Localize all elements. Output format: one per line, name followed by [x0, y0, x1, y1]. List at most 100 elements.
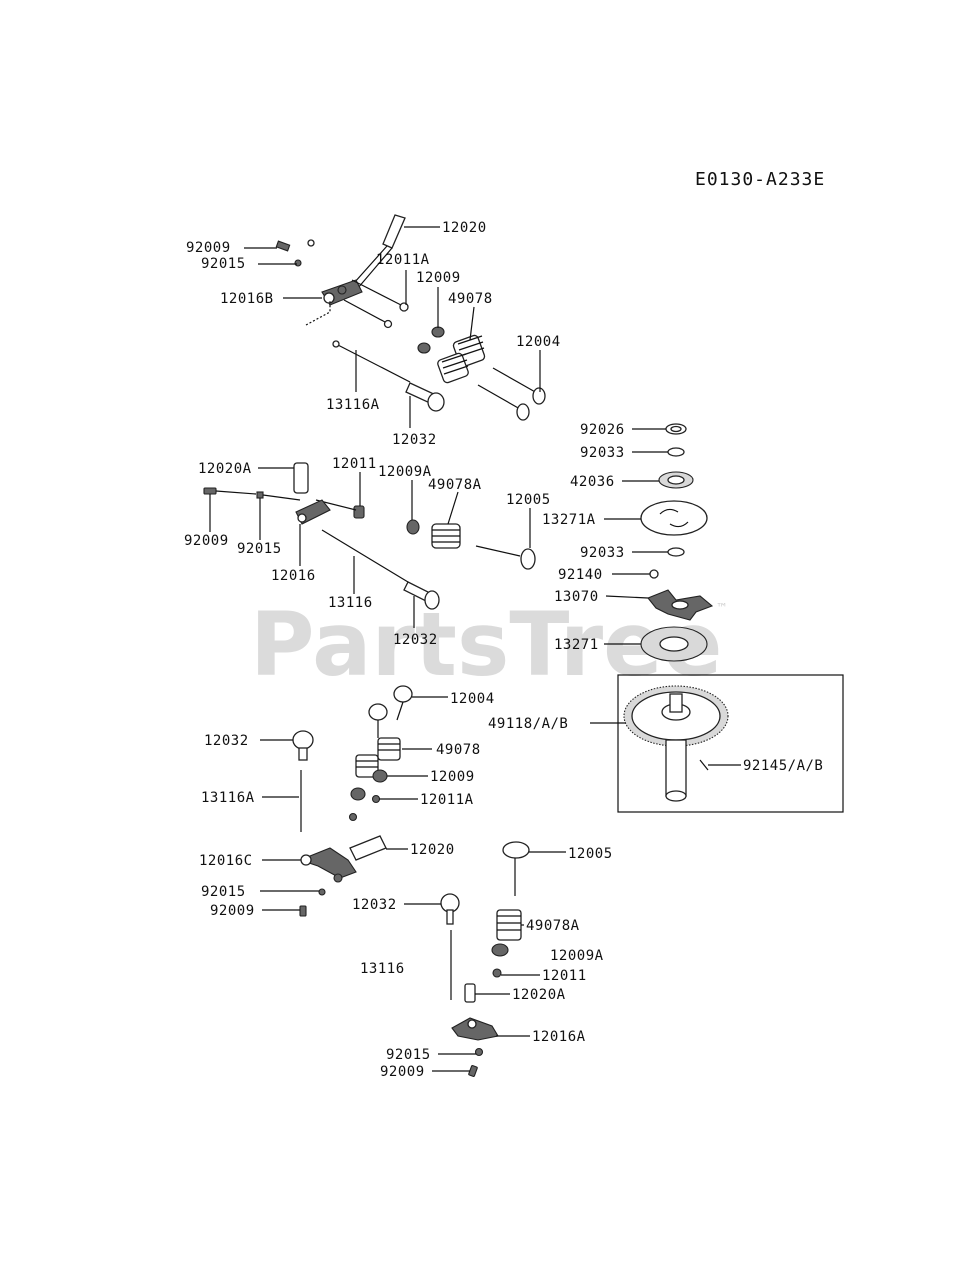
callout-12011A[interactable]: 12011A — [420, 792, 474, 808]
valve-spring-part[interactable] — [431, 523, 461, 549]
o-ring-part[interactable] — [667, 547, 685, 557]
push-rod-part[interactable] — [321, 529, 409, 583]
tappet-part[interactable] — [440, 893, 460, 925]
callout-12016C[interactable]: 12016C — [199, 853, 253, 869]
callout-12009A[interactable]: 12009A — [378, 464, 432, 480]
callout-13116A[interactable]: 13116A — [326, 397, 380, 413]
callout-13271[interactable]: 13271 — [554, 637, 599, 653]
callout-12009[interactable]: 12009 — [416, 270, 461, 286]
valve-part[interactable] — [502, 841, 530, 896]
valve-spring-part[interactable] — [355, 737, 401, 778]
callout-12020A[interactable]: 12020A — [512, 987, 566, 1003]
callout-92145-A-B[interactable]: 92145/A/B — [743, 758, 823, 774]
callout-12016A[interactable]: 12016A — [532, 1029, 586, 1045]
adjust-screw-part[interactable] — [203, 487, 301, 501]
callout-12032[interactable]: 12032 — [352, 897, 397, 913]
callout-92015[interactable]: 92015 — [201, 256, 246, 272]
pivot-pin-part[interactable] — [315, 499, 365, 519]
valve-part[interactable] — [475, 545, 536, 570]
callout-92009[interactable]: 92009 — [380, 1064, 425, 1080]
lower-left-assembly — [292, 685, 413, 917]
valve-part[interactable] — [477, 367, 546, 421]
callout-12016[interactable]: 12016 — [271, 568, 316, 584]
pivot-pin-part[interactable] — [492, 968, 502, 978]
retainer-part[interactable] — [491, 943, 509, 957]
callout-12032[interactable]: 12032 — [392, 432, 437, 448]
pin-part[interactable] — [699, 759, 709, 771]
callout-12009[interactable]: 12009 — [430, 769, 475, 785]
diagram-code: E0130-A233E — [695, 169, 825, 190]
valve-spring-part[interactable] — [437, 334, 486, 384]
tappet-part[interactable] — [403, 581, 440, 610]
callout-12011[interactable]: 12011 — [332, 456, 377, 472]
rocker-arm-part[interactable] — [451, 1017, 499, 1041]
callout-13116[interactable]: 13116 — [328, 595, 373, 611]
valve-part[interactable] — [368, 685, 413, 738]
callout-42036[interactable]: 42036 — [570, 474, 615, 490]
weight-part[interactable] — [647, 589, 714, 621]
callout-92033[interactable]: 92033 — [580, 445, 625, 461]
callout-49078[interactable]: 49078 — [448, 291, 493, 307]
rocker-shaft-part[interactable] — [464, 983, 476, 1003]
push-rod-part[interactable] — [332, 340, 411, 383]
callout-12004[interactable]: 12004 — [450, 691, 495, 707]
disc-part[interactable] — [640, 626, 708, 662]
callout-92009[interactable]: 92009 — [184, 533, 229, 549]
callout-12005[interactable]: 12005 — [506, 492, 551, 508]
callout-12020A[interactable]: 12020A — [198, 461, 252, 477]
valve-spring-part[interactable] — [496, 909, 522, 941]
retainer-part[interactable] — [417, 326, 445, 354]
cap-part[interactable] — [658, 471, 694, 489]
ball-part[interactable] — [649, 569, 659, 579]
rocker-arm-part[interactable] — [321, 279, 363, 306]
callout-49078[interactable]: 49078 — [436, 742, 481, 758]
callout-92009[interactable]: 92009 — [186, 240, 231, 256]
callout-49118-A-B[interactable]: 49118/A/B — [488, 716, 568, 732]
rocker-shaft-part[interactable] — [345, 214, 406, 296]
callout-12011A[interactable]: 12011A — [376, 252, 430, 268]
adjust-screw-part[interactable] — [299, 888, 326, 917]
rocker-arm-part[interactable] — [298, 847, 357, 883]
rocker-shaft-part[interactable] — [349, 835, 387, 861]
callout-12009A[interactable]: 12009A — [550, 948, 604, 964]
callout-12005[interactable]: 12005 — [568, 846, 613, 862]
adjust-screw-part[interactable] — [275, 239, 315, 267]
rocker-shaft-part[interactable] — [293, 462, 309, 494]
callout-92026[interactable]: 92026 — [580, 422, 625, 438]
callout-13116A[interactable]: 13116A — [201, 790, 255, 806]
upper-rocker-assembly — [275, 214, 546, 421]
callout-92015[interactable]: 92015 — [386, 1047, 431, 1063]
callout-49078A[interactable]: 49078A — [526, 918, 580, 934]
washer-part[interactable] — [665, 423, 687, 435]
pivot-pin-part[interactable] — [343, 279, 409, 329]
callout-92015[interactable]: 92015 — [237, 541, 282, 557]
callout-12004[interactable]: 12004 — [516, 334, 561, 350]
leader-lines — [209, 226, 741, 1072]
callout-92140[interactable]: 92140 — [558, 567, 603, 583]
callout-92033[interactable]: 92033 — [580, 545, 625, 561]
callout-12020[interactable]: 12020 — [442, 220, 487, 236]
callout-49078A[interactable]: 49078A — [428, 477, 482, 493]
plate-part[interactable] — [640, 500, 708, 536]
callout-12011[interactable]: 12011 — [542, 968, 587, 984]
rocker-arm-part[interactable] — [295, 499, 331, 525]
governor-stack — [640, 423, 714, 662]
tappet-part[interactable] — [405, 382, 445, 412]
retainer-part[interactable] — [406, 519, 420, 535]
callout-12032[interactable]: 12032 — [393, 632, 438, 648]
tappet-part[interactable] — [292, 730, 314, 761]
callout-92015[interactable]: 92015 — [201, 884, 246, 900]
pivot-pin-part[interactable] — [348, 794, 381, 822]
callout-labels: 12020 92009 92015 12011A 12009 49078 120… — [184, 220, 823, 1080]
o-ring-part[interactable] — [667, 447, 685, 457]
callout-92009[interactable]: 92009 — [210, 903, 255, 919]
cam-gear-part[interactable] — [623, 685, 729, 802]
callout-12016B[interactable]: 12016B — [220, 291, 274, 307]
callout-13116[interactable]: 13116 — [360, 961, 405, 977]
callout-12032[interactable]: 12032 — [204, 733, 249, 749]
callout-13070[interactable]: 13070 — [554, 589, 599, 605]
camshaft-box — [617, 674, 844, 813]
adjust-screw-part[interactable] — [468, 1047, 484, 1077]
callout-13271A[interactable]: 13271A — [542, 512, 596, 528]
callout-12020[interactable]: 12020 — [410, 842, 455, 858]
